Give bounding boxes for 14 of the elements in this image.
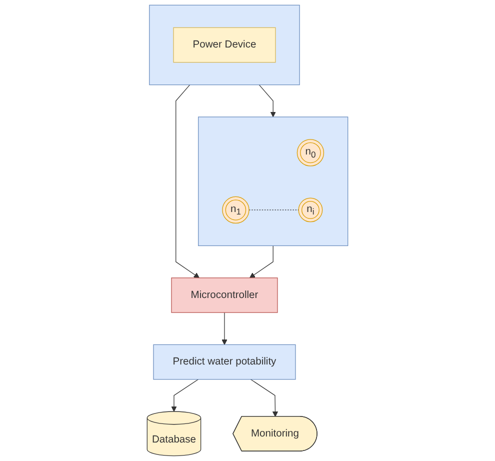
arrow — [258, 84, 276, 118]
node-box — [171, 278, 278, 313]
arrow — [249, 245, 274, 278]
cluster — [149, 4, 300, 86]
node-circle — [298, 198, 323, 222]
arrow — [171, 379, 199, 412]
cluster — [198, 116, 348, 246]
node-circle — [296, 139, 324, 166]
node-box — [173, 27, 276, 63]
node-circle — [222, 196, 250, 224]
arrow — [176, 84, 200, 278]
arrow — [250, 379, 278, 417]
node-box — [153, 344, 296, 380]
arrow — [222, 312, 228, 345]
